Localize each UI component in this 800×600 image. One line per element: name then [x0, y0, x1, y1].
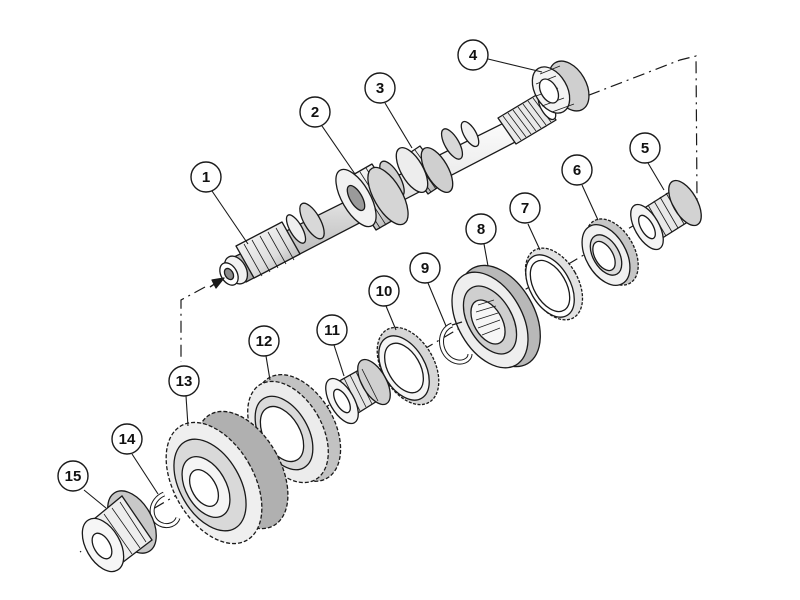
callout-15-label: 15: [65, 468, 82, 485]
callout-9: 9: [409, 252, 441, 284]
callout-6-label: 6: [573, 162, 581, 179]
callout-6: 6: [561, 154, 593, 186]
leader-4: [487, 58, 543, 73]
callout-4: 4: [457, 39, 489, 71]
callout-2-label: 2: [311, 104, 319, 121]
callout-12: 12: [248, 325, 280, 357]
leader-8: [483, 243, 489, 267]
upper-axis-line: [565, 55, 698, 205]
callout-1: 1: [190, 161, 222, 193]
part-5-needle-bearing: [630, 179, 702, 251]
callout-5-label: 5: [641, 140, 649, 157]
part-9-snap-ring: [439, 321, 473, 365]
shaft-return-line: [180, 286, 206, 362]
callout-1-label: 1: [202, 169, 210, 186]
leader-7: [527, 223, 541, 251]
part-15-tapered-bearing: [81, 490, 157, 573]
callout-10-label: 10: [376, 283, 393, 300]
callout-13-label: 13: [176, 373, 193, 390]
leader-15: [83, 489, 107, 509]
callout-2: 2: [299, 96, 331, 128]
part-6-gear-ring: [581, 218, 639, 286]
part-8-synchro-sleeve: [451, 264, 541, 369]
leader-11: [333, 344, 345, 377]
leader-9: [427, 282, 447, 327]
callout-7: 7: [509, 192, 541, 224]
callout-9-label: 9: [421, 260, 429, 277]
callout-11: 11: [316, 314, 348, 346]
callout-8-label: 8: [477, 221, 485, 238]
leader-1: [211, 190, 249, 245]
callout-15: 15: [57, 460, 89, 492]
arrow-head: [211, 277, 225, 289]
callouts: 1 2 3 4 5 6 7 8 9 10 11 12 13 14 15: [57, 39, 661, 492]
callout-8: 8: [465, 213, 497, 245]
shaft-gear-3: [395, 145, 454, 195]
callout-13: 13: [168, 365, 200, 397]
leader-6: [581, 184, 599, 221]
leader-2: [321, 125, 356, 175]
callout-3: 3: [364, 72, 396, 104]
part-7-synchro-ring: [524, 247, 584, 321]
callout-12-label: 12: [256, 333, 273, 350]
leader-14: [131, 453, 159, 495]
leader-lines: [83, 58, 665, 509]
leader-13: [185, 395, 189, 427]
callout-14-label: 14: [119, 431, 136, 448]
shaft-input-gear: [235, 221, 301, 279]
leader-3: [384, 102, 413, 149]
shaft-gear-2: [335, 163, 409, 231]
callout-7-label: 7: [521, 200, 529, 217]
callout-11-label: 11: [324, 322, 340, 339]
part-11-needle-bearing: [325, 358, 391, 425]
part-4-tapered-bearing: [531, 60, 590, 114]
part-13-large-gear: [165, 410, 289, 545]
main-shaft: [209, 93, 557, 289]
callout-3-label: 3: [376, 80, 384, 97]
callout-5: 5: [629, 132, 661, 164]
callout-4-label: 4: [469, 47, 478, 64]
part-14-snap-ring: [149, 491, 181, 529]
callout-14: 14: [111, 423, 143, 455]
part-10-synchro-ring: [376, 326, 440, 406]
leader-12: [265, 355, 271, 381]
leader-5: [647, 162, 665, 191]
callout-10: 10: [368, 275, 400, 307]
leader-10: [385, 305, 397, 331]
